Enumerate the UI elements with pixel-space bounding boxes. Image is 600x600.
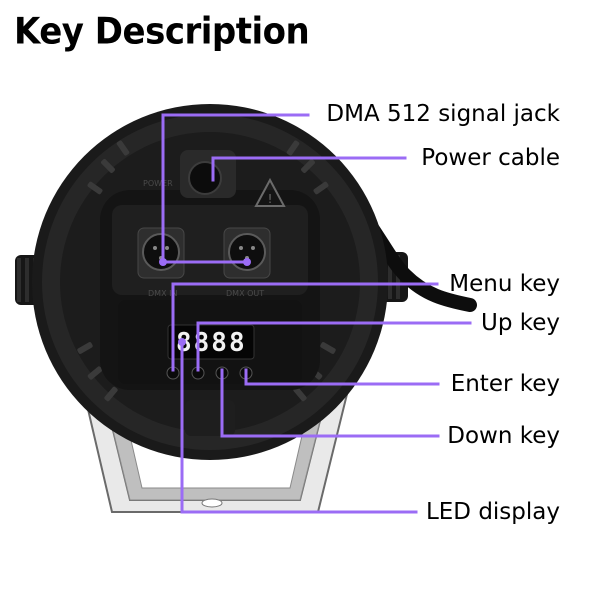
callout-dot-led <box>178 338 186 346</box>
callout-line-enter <box>244 368 440 386</box>
label-enter-key: Enter key <box>450 371 560 397</box>
svg-text:!: ! <box>268 192 273 206</box>
callout-line-down <box>220 368 440 438</box>
callout-line-menu <box>171 282 439 372</box>
callout-dot-dmx-out <box>243 258 251 266</box>
panel-text-power: POWER <box>143 179 173 188</box>
callout-dot-dmx-in <box>159 258 167 266</box>
callout-line-up <box>196 321 472 372</box>
panel-text-dmx-out: DMX OUT <box>226 289 264 298</box>
callout-line-power <box>211 156 407 182</box>
label-led-display: LED display <box>425 499 560 525</box>
page-title: Key Description <box>14 10 310 54</box>
xlr-in-connector <box>137 227 185 279</box>
label-up-key: Up key <box>480 310 560 336</box>
label-power-cable: Power cable <box>421 145 560 171</box>
panel-text-dmx-in: DMX IN <box>148 289 177 298</box>
fixture-housing: ! POWER DMX IN DMX OUT 8888 <box>32 104 388 460</box>
label-down-key: Down key <box>447 423 560 449</box>
callout-line-dmx-jack <box>161 113 310 264</box>
led-readout: 8888 <box>176 328 247 358</box>
xlr-out-connector <box>223 227 271 279</box>
label-dmx-jack: DMA 512 signal jack <box>326 101 560 127</box>
label-menu-key: Menu key <box>449 271 560 297</box>
callout-lines <box>159 113 472 514</box>
led-display-window <box>167 324 255 360</box>
callout-line-led <box>180 340 418 514</box>
